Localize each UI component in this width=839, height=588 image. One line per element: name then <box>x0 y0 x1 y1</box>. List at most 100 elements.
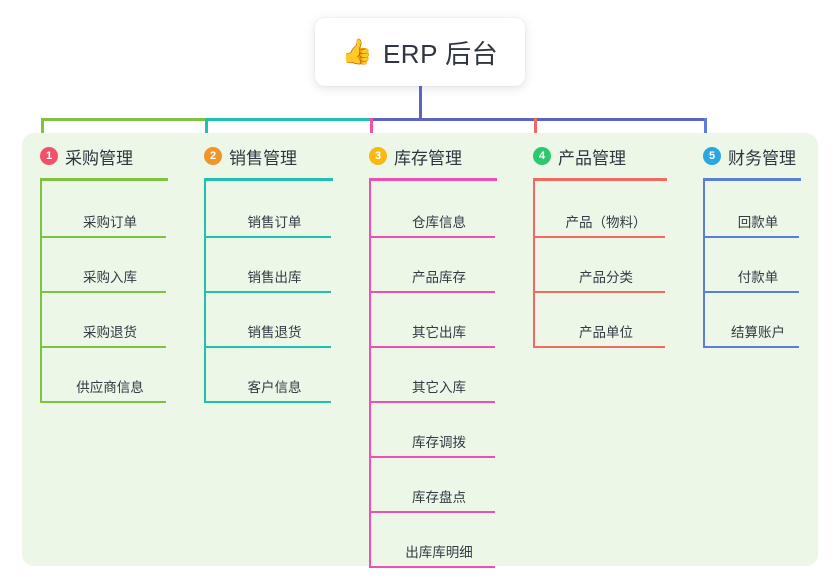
leaf-node[interactable]: 采购入库 <box>40 238 166 293</box>
branch-column-2: 2 销售管理销售订单销售出库销售退货客户信息 <box>186 140 351 403</box>
branch-underline <box>703 178 801 181</box>
connector-bus-segment <box>534 118 707 121</box>
leaf-node[interactable]: 库存调拨 <box>369 403 495 458</box>
leaf-underline <box>369 401 495 403</box>
leaf-node[interactable]: 产品（物料） <box>533 183 665 238</box>
leaf-label: 付款单 <box>737 270 779 285</box>
connector-root-stem <box>419 86 422 121</box>
connector-branch-stem-1 <box>41 118 44 145</box>
branches-panel <box>22 133 818 566</box>
leaf-underline <box>369 566 495 568</box>
leaf-list: 销售订单销售出库销售退货客户信息 <box>186 181 351 403</box>
leaf-spine <box>703 181 705 346</box>
thumbs-up-icon: 👍 <box>341 37 373 66</box>
leaf-list: 产品（物料） 产品分类产品单位 <box>515 181 685 348</box>
leaf-node[interactable]: 销售退货 <box>204 293 331 348</box>
leaf-underline <box>204 401 331 403</box>
leaf-label: 客户信息 <box>247 380 302 395</box>
leaf-underline <box>40 401 166 403</box>
leaf-label: 产品单位 <box>579 325 633 340</box>
leaf-label: 库存盘点 <box>412 490 466 505</box>
leaf-node[interactable]: 采购退货 <box>40 293 166 348</box>
leaf-underline <box>533 346 665 348</box>
branch-underline <box>40 178 168 181</box>
leaf-node[interactable]: 结算账户 <box>703 293 799 348</box>
leaf-underline <box>204 346 331 348</box>
leaf-underline <box>533 236 665 238</box>
connector-branch-stem-2 <box>205 118 208 145</box>
leaf-label: 采购入库 <box>83 270 137 285</box>
branch-number-badge: 2 <box>204 147 222 165</box>
branch-header-2[interactable]: 2 销售管理 <box>186 140 351 172</box>
connector-bus-segment <box>370 118 537 121</box>
page-title: ERP 后台 <box>382 38 499 69</box>
branch-number-badge: 4 <box>533 147 551 165</box>
connector-branch-stem-4 <box>534 118 537 145</box>
leaf-label: 出库库明细 <box>405 545 473 560</box>
leaf-underline <box>369 511 495 513</box>
root-node-card[interactable]: 👍 ERP 后台 <box>315 18 525 86</box>
branch-number-badge: 1 <box>40 147 58 165</box>
leaf-node[interactable]: 回款单 <box>703 183 799 238</box>
leaf-label: 产品分类 <box>579 270 633 285</box>
branch-title: 产品管理 <box>558 148 626 168</box>
branch-title: 库存管理 <box>394 148 462 168</box>
leaf-label: 销售出库 <box>247 270 302 285</box>
leaf-node[interactable]: 其它入库 <box>369 348 495 403</box>
leaf-label: 库存调拨 <box>412 435 466 450</box>
leaf-label: 其它出库 <box>412 325 466 340</box>
leaf-label: 结算账户 <box>731 325 785 340</box>
leaf-node[interactable]: 供应商信息 <box>40 348 166 403</box>
leaf-node[interactable]: 采购订单 <box>40 183 166 238</box>
leaf-label: 供应商信息 <box>76 380 144 395</box>
leaf-underline <box>703 236 799 238</box>
leaf-label: 采购订单 <box>83 215 137 230</box>
branch-underline <box>204 178 333 181</box>
leaf-node[interactable]: 产品分类 <box>533 238 665 293</box>
leaf-node[interactable]: 仓库信息 <box>369 183 495 238</box>
branch-header-1[interactable]: 1 采购管理 <box>22 140 186 172</box>
branch-title: 采购管理 <box>65 148 133 168</box>
leaf-list: 采购订单采购入库采购退货供应商信息 <box>22 181 186 403</box>
leaf-label: 产品（物料） <box>565 215 647 230</box>
leaf-list: 仓库信息产品库存其它出库其它入库库存调拨库存盘点出库库明细 <box>351 181 515 568</box>
leaf-node[interactable]: 客户信息 <box>204 348 331 403</box>
connector-branch-stem-3 <box>370 118 373 145</box>
leaf-underline <box>40 346 166 348</box>
leaf-node[interactable]: 其它出库 <box>369 293 495 348</box>
leaf-underline <box>204 291 331 293</box>
leaf-node[interactable]: 销售订单 <box>204 183 331 238</box>
branch-title: 财务管理 <box>728 148 796 168</box>
leaf-label: 仓库信息 <box>412 215 466 230</box>
leaf-spine <box>533 181 535 346</box>
leaf-underline <box>369 291 495 293</box>
leaf-node[interactable]: 付款单 <box>703 238 799 293</box>
branch-title: 销售管理 <box>229 148 297 168</box>
leaf-underline <box>369 236 495 238</box>
leaf-underline <box>204 236 331 238</box>
leaf-underline <box>533 291 665 293</box>
leaf-node[interactable]: 产品单位 <box>533 293 665 348</box>
leaf-underline <box>703 291 799 293</box>
leaf-node[interactable]: 产品库存 <box>369 238 495 293</box>
leaf-spine <box>369 181 371 566</box>
connector-branch-stem-5 <box>704 118 707 145</box>
leaf-node[interactable]: 库存盘点 <box>369 458 495 513</box>
branch-header-4[interactable]: 4 产品管理 <box>515 140 685 172</box>
branch-column-1: 1 采购管理采购订单采购入库采购退货供应商信息 <box>22 140 186 403</box>
leaf-label: 产品库存 <box>412 270 466 285</box>
leaf-label: 销售订单 <box>247 215 302 230</box>
leaf-node[interactable]: 销售出库 <box>204 238 331 293</box>
leaf-underline <box>369 346 495 348</box>
branch-underline <box>533 178 667 181</box>
branch-underline <box>369 178 497 181</box>
connector-bus-segment <box>205 118 373 121</box>
leaf-node[interactable]: 出库库明细 <box>369 513 495 568</box>
connector-bus-segment <box>41 118 208 121</box>
leaf-list: 回款单付款单结算账户 <box>685 181 819 348</box>
